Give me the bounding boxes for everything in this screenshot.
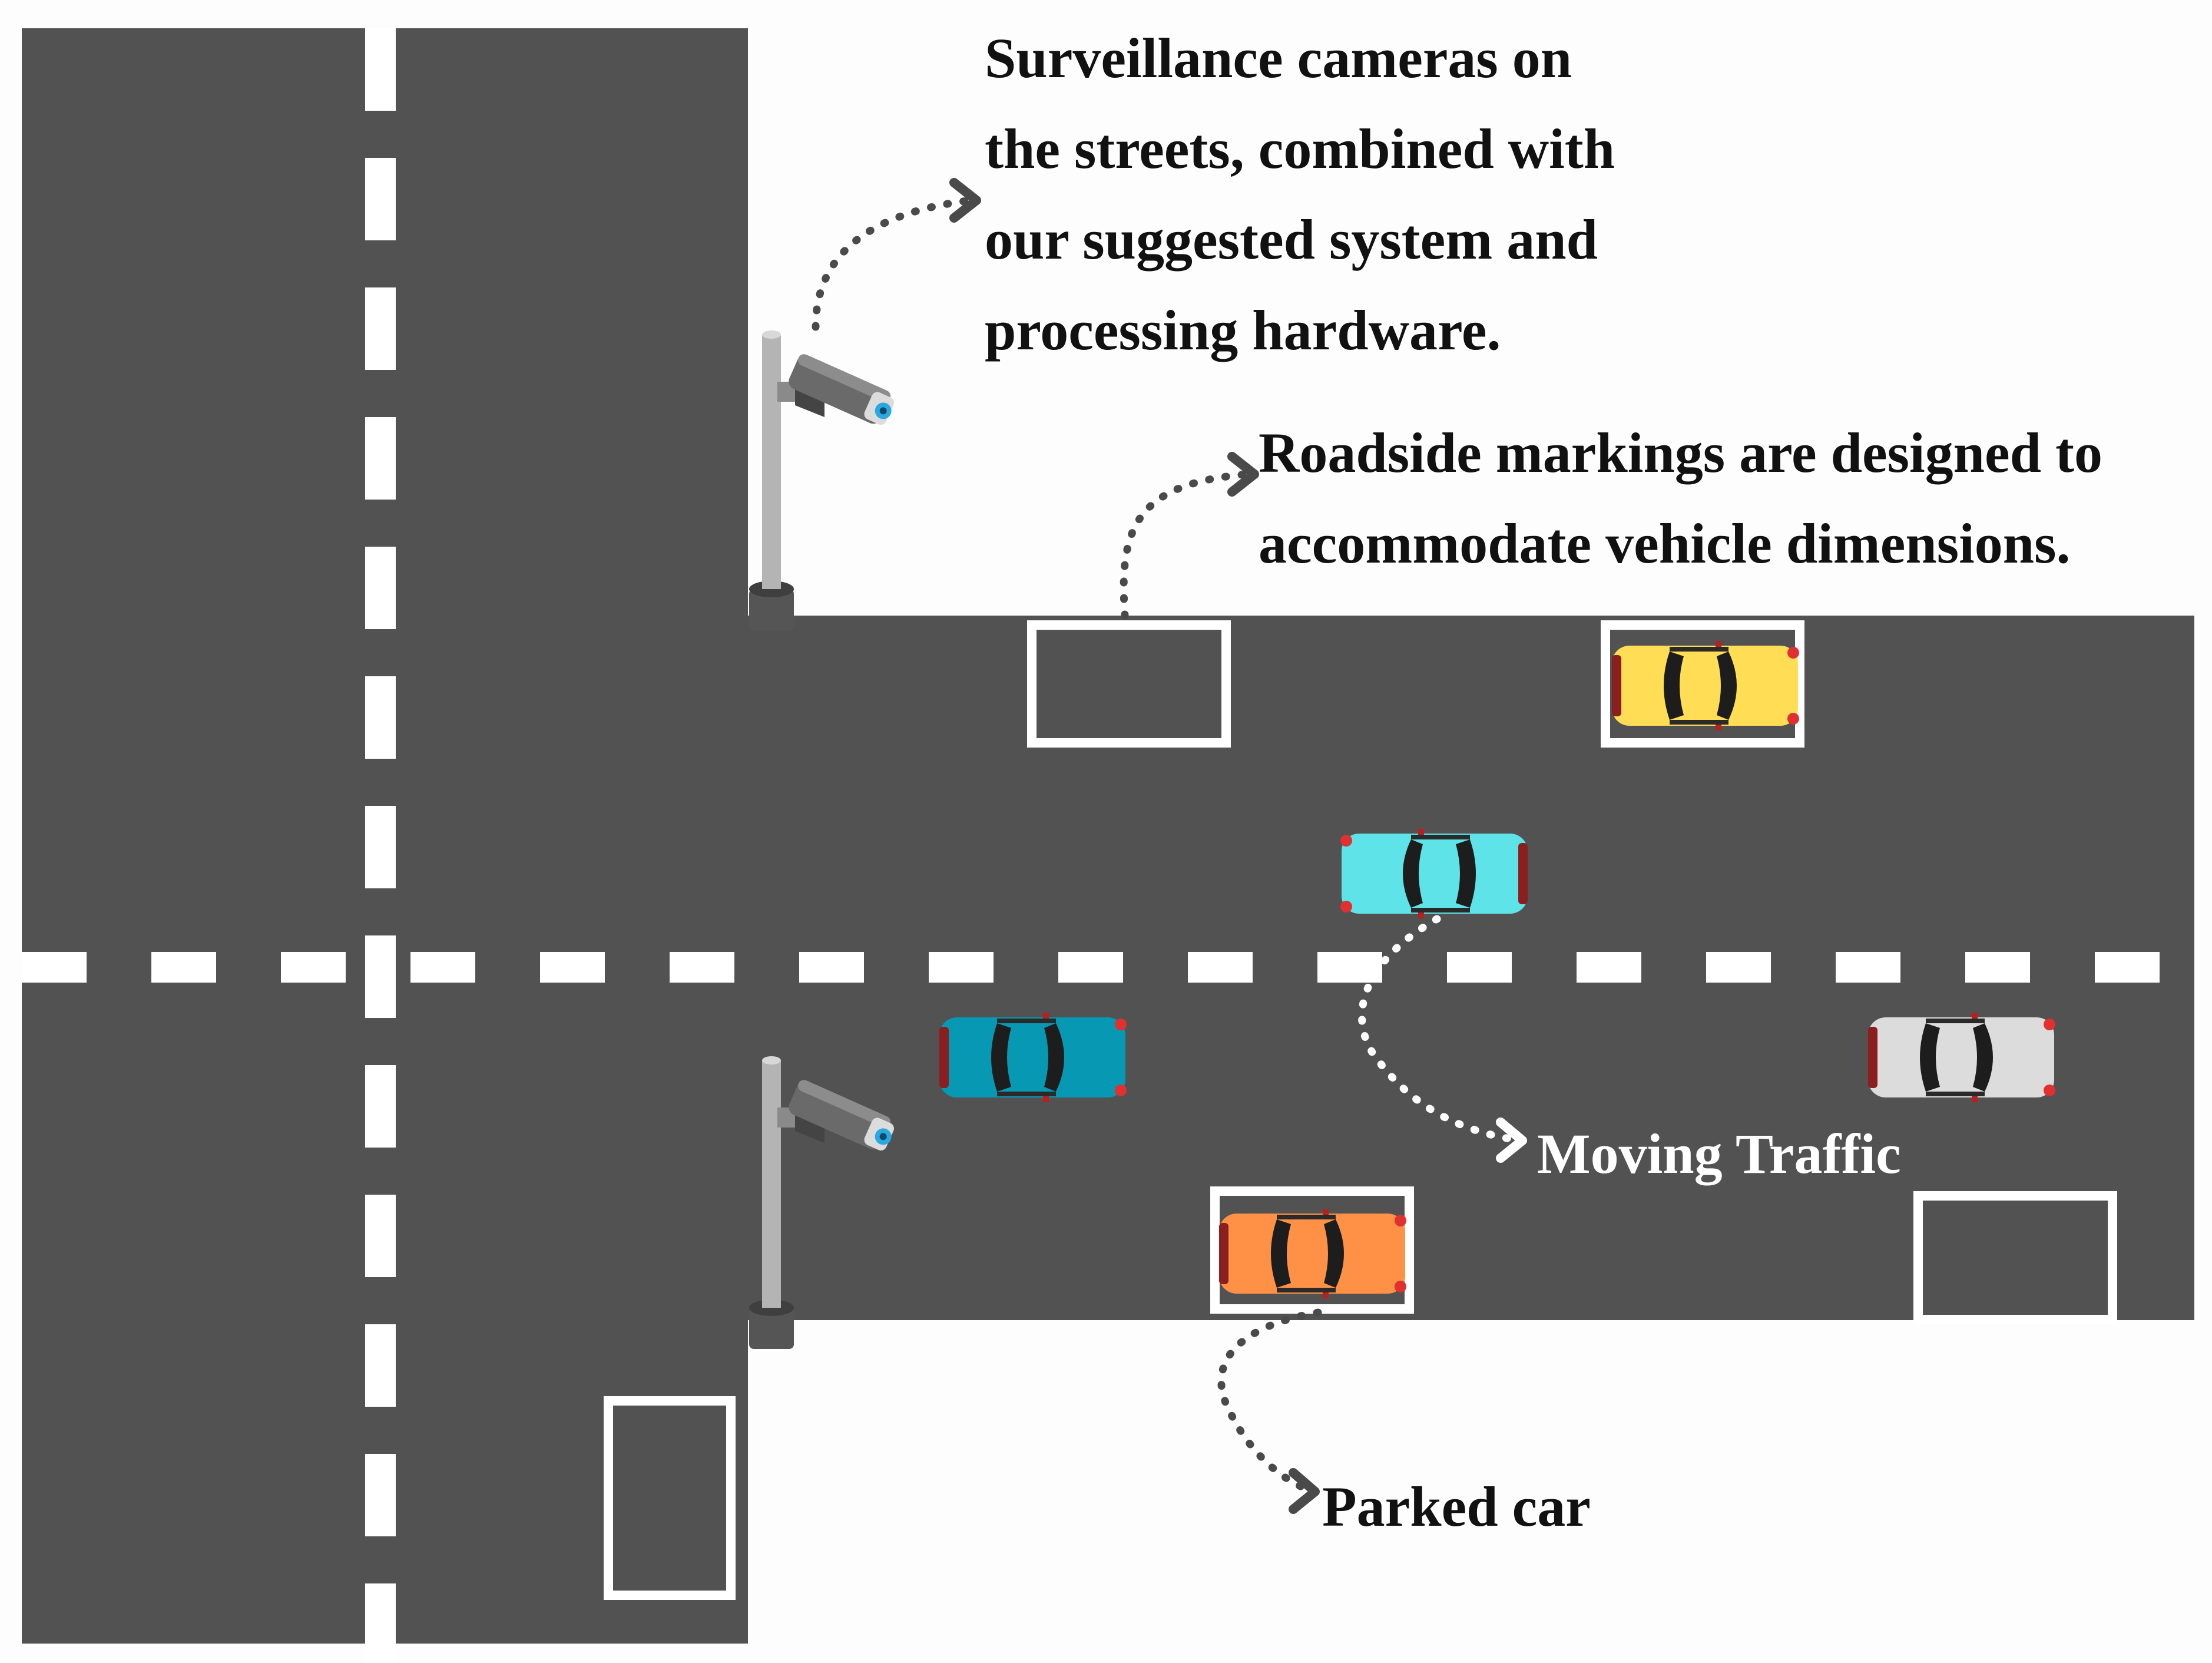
lane-dash — [365, 806, 396, 888]
cameras — [749, 330, 894, 1349]
arrow-to-moving-traffic — [1358, 915, 1527, 1163]
arrow-to-markings-label — [1120, 452, 1259, 620]
lane-dash — [365, 158, 396, 240]
lane-dash — [281, 952, 346, 983]
car-cyan-moving — [1340, 829, 1528, 918]
lane-dash — [1706, 952, 1771, 983]
lane-dash — [365, 1065, 396, 1148]
lane-dash — [365, 547, 396, 629]
camera-label-line-1: Surveillance cameras on — [985, 27, 1572, 90]
lane-dash — [365, 1454, 396, 1536]
lane-dash — [1965, 952, 2030, 983]
lane-dash — [1447, 952, 1512, 983]
car-yellow-parked — [1612, 641, 1799, 730]
lane-dash — [1188, 952, 1253, 983]
parked-car-label: Parked car — [1322, 1475, 1591, 1538]
lane-dash — [1836, 952, 1900, 983]
lane-dash — [2095, 952, 2160, 983]
lane-dash — [929, 952, 994, 983]
lane-dash — [540, 952, 605, 983]
parking-box-empty-vertical — [604, 1396, 736, 1600]
markings-label-line-2: accommodate vehicle dimensions. — [1259, 512, 2071, 575]
lane-dash — [670, 952, 734, 983]
markings-label: Roadside markings are designed to accomm… — [1259, 408, 2102, 589]
surveillance-camera-icon — [789, 1080, 894, 1150]
lane-dash — [365, 1583, 396, 1663]
moving-traffic-label: Moving Traffic — [1537, 1122, 1901, 1185]
parking-box-yellow-car — [1601, 620, 1804, 748]
lane-dash — [1317, 952, 1382, 983]
camera-label-line-3: our suggested system and — [985, 208, 1598, 271]
lane-dash — [1058, 952, 1123, 983]
car-orange-parked — [1219, 1209, 1406, 1298]
lane-dash — [365, 287, 396, 370]
camera-pole-top — [749, 330, 894, 630]
lane-dash — [1577, 952, 1641, 983]
camera-label: Surveillance cameras on the streets, com… — [985, 13, 1615, 376]
arrow-to-parked-car — [1217, 1308, 1322, 1514]
parking-boxes — [604, 620, 2117, 1600]
lane-dash — [365, 417, 396, 500]
parking-box-empty-top — [1027, 620, 1231, 748]
lane-dash — [365, 1195, 396, 1277]
lane-dash — [22, 952, 87, 983]
lane-dash — [410, 952, 475, 983]
markings-label-line-1: Roadside markings are designed to — [1259, 421, 2103, 484]
camera-pole-bottom — [749, 1056, 894, 1349]
surveillance-camera-icon — [789, 354, 894, 425]
lane-dash — [365, 676, 396, 759]
car-white-moving — [1868, 1013, 2055, 1102]
lane-dash — [365, 28, 396, 111]
lane-dash — [151, 952, 216, 983]
camera-label-line-4: processing hardware. — [985, 299, 1501, 362]
lane-markings — [22, 28, 2160, 1663]
camera-label-line-2: the streets, combined with — [985, 117, 1615, 180]
arrow-to-camera-label — [812, 178, 981, 331]
car-teal-moving — [939, 1013, 1127, 1102]
arrows — [812, 178, 1527, 1514]
lane-dash — [365, 935, 396, 1018]
parking-box-empty-right — [1913, 1191, 2117, 1324]
lane-dash — [365, 1324, 396, 1407]
cars — [939, 641, 2055, 1298]
parking-box-orange-car — [1210, 1186, 1414, 1314]
lane-dash — [799, 952, 864, 983]
